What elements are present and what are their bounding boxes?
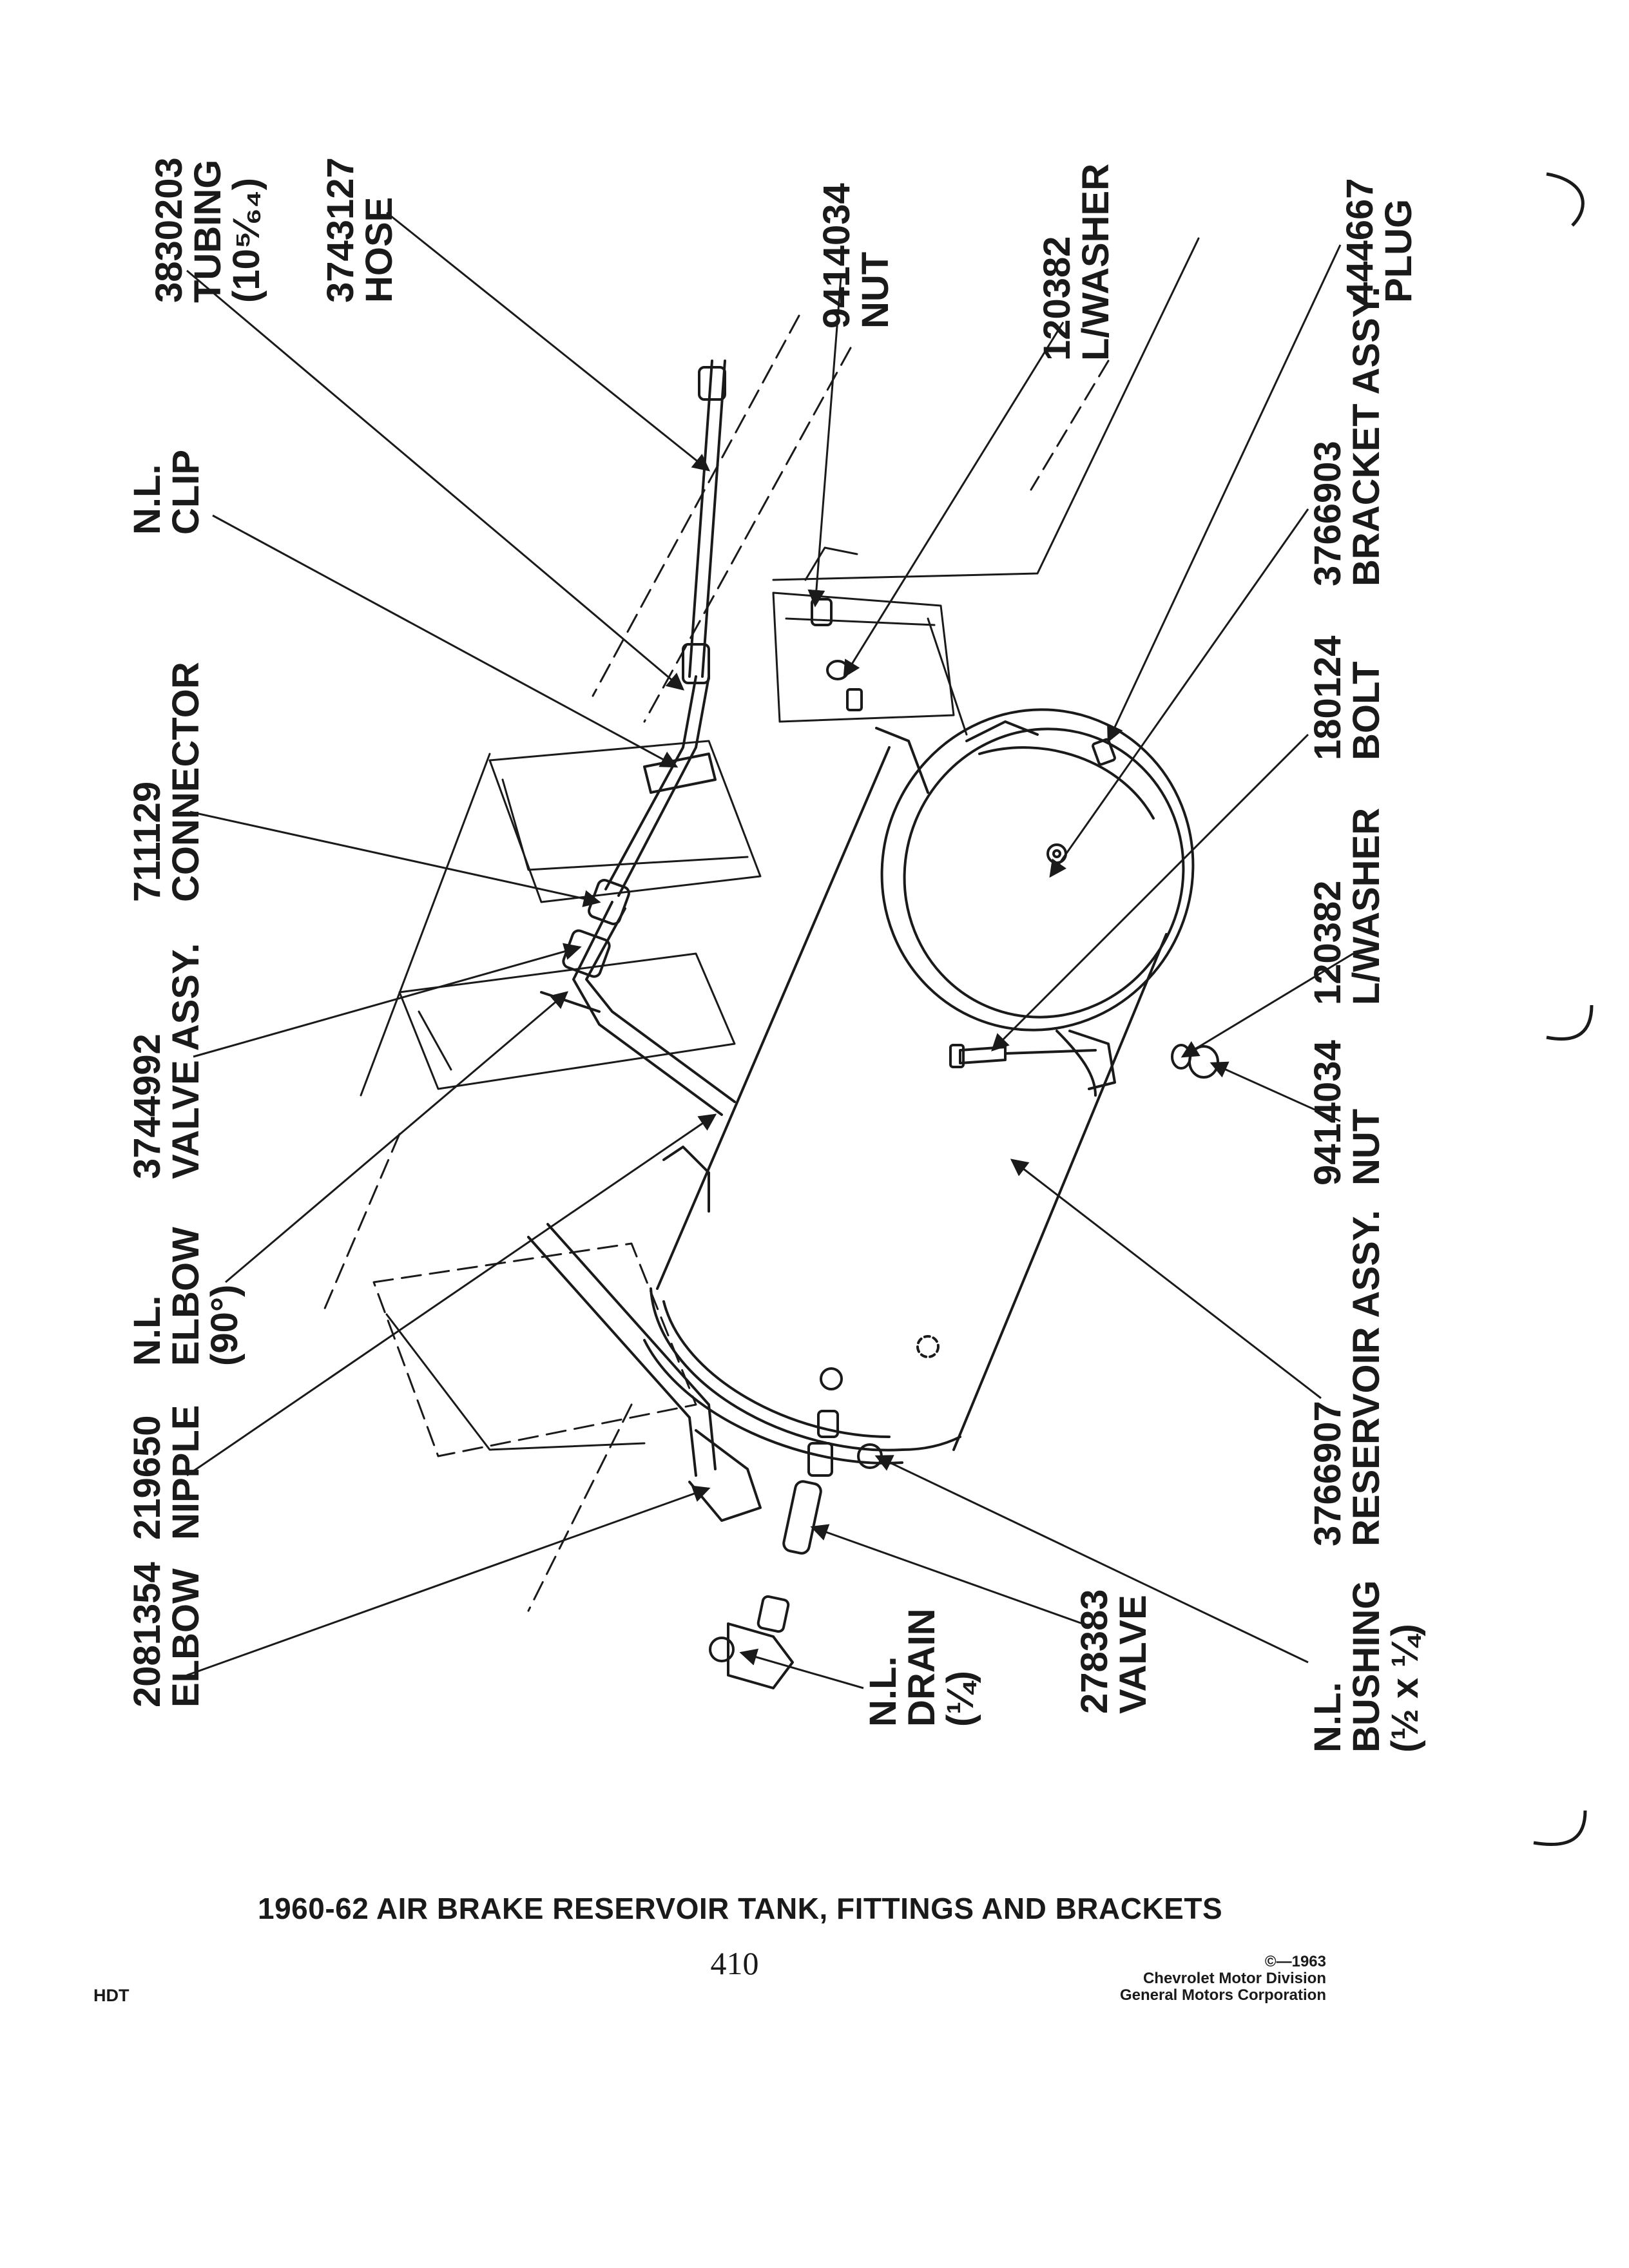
callout-hose: 3743127 HOSE — [320, 147, 400, 303]
callout-bushing: N.L. BUSHING (½ x ¼) — [1307, 1570, 1426, 1753]
callout-reservoir: 3766907 RESERVOIR ASSY. — [1307, 1210, 1387, 1546]
lower-air-line — [527, 1223, 762, 1522]
callout-nut-bottom: 9414034 NUT — [1307, 1030, 1387, 1186]
callout-connector: 711129 CONNECTOR — [126, 662, 207, 902]
copyright-year: ©—1963 — [1264, 1953, 1326, 1970]
callout-elbow-90: N.L. ELBOW (90°) — [126, 1216, 246, 1366]
callout-nipple: 219650 NIPPLE — [126, 1405, 207, 1540]
leader-clip — [212, 514, 679, 768]
page-number: 410 — [710, 1945, 759, 1981]
callout-valve-assy: 3744992 VALVE ASSY. — [126, 943, 207, 1179]
leader-reservoir — [1010, 1158, 1322, 1399]
leader-valve-assy — [193, 943, 582, 1058]
callout-drain: N.L. DRAIN (¼) — [862, 1598, 981, 1727]
callout-bracket: 3766903 BRACKET ASSY. — [1307, 287, 1387, 586]
leader-drain — [739, 1648, 864, 1689]
assembly-illustration — [321, 237, 1219, 1689]
copyright-block: ©—1963 Chevrolet Motor Division General … — [1120, 1954, 1326, 2004]
leader-connector — [189, 811, 601, 907]
callout-lwasher-bottom: 120382 L/WASHER — [1307, 808, 1387, 1005]
drain-valve-assembly — [709, 1335, 940, 1689]
leader-elbow-90 — [225, 991, 569, 1283]
leader-bolt — [991, 733, 1309, 1052]
copyright-corporation: General Motors Corporation — [1119, 1986, 1326, 2004]
copyright-division: Chevrolet Motor Division — [1142, 1970, 1326, 1987]
leader-plug — [1107, 244, 1342, 743]
leader-valve — [810, 1524, 1083, 1625]
leader-nut-top — [807, 276, 842, 608]
reservoir-tank-body — [650, 708, 1195, 1452]
leader-lines — [186, 211, 1354, 1689]
callout-labels: 3830203 TUBING (10⁵⁄₆₄) 3743127 HOSE 941… — [126, 147, 1426, 1753]
air-line-tubing — [540, 360, 736, 1116]
callout-nut-top: 9414034 NUT — [816, 173, 896, 329]
page-title: 1960-62 AIR BRAKE RESERVOIR TANK, FITTIN… — [258, 1892, 1223, 1925]
callout-plug: 444667 PLUG — [1339, 168, 1420, 303]
leader-elbow — [186, 1485, 711, 1677]
bracket-bolt-assembly — [811, 598, 1219, 1079]
callout-bolt: 180124 BOLT — [1307, 625, 1387, 760]
callout-valve: 278383 VALVE — [1074, 1579, 1154, 1714]
callout-tubing: 3830203 TUBING (10⁵⁄₆₄) — [148, 147, 267, 303]
callout-elbow: 2081354 ELBOW — [126, 1552, 207, 1707]
callout-clip: N.L. CLIP — [126, 450, 207, 535]
leader-lwasher-bottom — [1181, 952, 1354, 1058]
leader-tubing — [186, 269, 685, 691]
leader-hose — [386, 211, 711, 472]
leader-bushing — [874, 1455, 1309, 1664]
leader-lwasher-top — [843, 322, 1065, 678]
callout-lwasher-top: 120382 L/WASHER — [1036, 164, 1117, 361]
binder-marks — [1533, 172, 1594, 1847]
leader-bracket — [1049, 508, 1309, 878]
corner-code: HDT — [93, 1986, 130, 2005]
leader-nut-bottom — [1210, 1061, 1341, 1122]
leader-nipple — [186, 1113, 717, 1477]
